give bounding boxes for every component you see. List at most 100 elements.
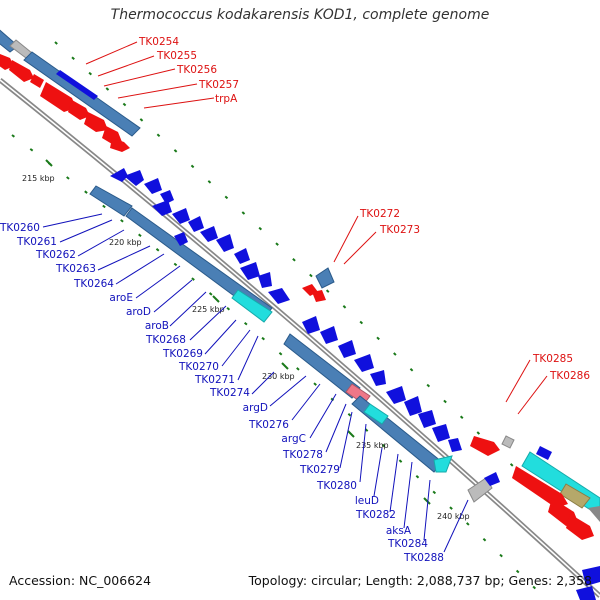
reverse-gene	[258, 272, 272, 288]
label-tk0270: TK0270	[178, 361, 219, 373]
forward-gene	[512, 466, 568, 508]
tick-240	[423, 497, 431, 505]
label-tk0255: TK0255	[156, 50, 197, 62]
label-arod: aroD	[126, 306, 151, 318]
reverse-gene	[216, 234, 234, 252]
cluster-middle	[89, 168, 290, 323]
label-tk0274: TK0274	[209, 387, 250, 399]
genome-summary-label: Topology: circular; Length: 2,088,737 bp…	[248, 573, 592, 588]
label-argc: argC	[281, 433, 306, 445]
label-tk0264: TK0264	[73, 278, 114, 290]
forward-gene	[110, 138, 130, 152]
reverse-gene	[172, 208, 190, 224]
reverse-gene	[370, 370, 386, 386]
label-argd: argD	[243, 402, 268, 414]
label-tk0261: TK0261	[16, 236, 57, 248]
tick-label-225: 225 kbp	[192, 305, 225, 314]
reverse-gene	[536, 446, 552, 460]
label-tk0271: TK0271	[194, 374, 235, 386]
forward-gene	[312, 290, 326, 302]
reverse-gene	[302, 316, 320, 334]
reverse-gene	[110, 168, 128, 182]
blue-leader-lines	[42, 213, 469, 553]
forward-gene	[84, 112, 108, 132]
label-aksa: aksA	[386, 525, 412, 537]
label-tk0285: TK0285	[532, 353, 573, 365]
unknown-gene	[467, 477, 493, 503]
cluster-lower	[283, 316, 462, 473]
label-tk0272: TK0272	[359, 208, 400, 220]
reverse-gene	[484, 472, 500, 486]
map-title: Thermococcus kodakarensis KOD1, complete…	[110, 7, 490, 23]
reverse-gene	[144, 178, 162, 194]
tick-label-235: 235 kbp	[356, 441, 389, 450]
scale-tick-labels: 215 kbp 220 kbp 225 kbp 230 kbp 235 kbp …	[22, 174, 470, 521]
reverse-gene	[160, 190, 174, 204]
unknown-gene	[588, 506, 600, 522]
forward-gene	[68, 100, 90, 120]
label-tk0273: TK0273	[379, 224, 420, 236]
reverse-gene	[234, 248, 250, 264]
label-tk0263: TK0263	[55, 263, 96, 275]
cluster-tk0272	[302, 267, 335, 302]
cds-bar	[23, 51, 141, 137]
reverse-gene	[56, 70, 98, 100]
forward-gene	[470, 436, 500, 456]
tick-label-215: 215 kbp	[22, 174, 55, 183]
cds-bar	[283, 333, 361, 399]
highlight-gene	[433, 455, 453, 473]
label-tk0260: TK0260	[0, 222, 40, 234]
forward-gene	[566, 514, 594, 540]
label-aroe: aroE	[109, 292, 133, 304]
cds-bar	[315, 267, 335, 289]
reverse-gene	[174, 232, 188, 246]
highlight-gene	[231, 289, 273, 323]
label-tk0268: TK0268	[145, 334, 186, 346]
unknown-gene	[501, 435, 515, 449]
tick-label-220: 220 kbp	[109, 238, 142, 247]
reverse-gene	[188, 216, 204, 232]
label-tk0269: TK0269	[162, 348, 203, 360]
reverse-gene	[448, 438, 462, 452]
cluster-bottom-right	[467, 435, 600, 600]
label-tk0262: TK0262	[35, 249, 76, 261]
reverse-gene	[152, 200, 172, 216]
reverse-gene	[268, 288, 290, 304]
cluster-top-left	[0, 29, 141, 152]
red-leader-lines	[85, 41, 548, 415]
reverse-gene	[124, 170, 144, 186]
label-tk0257: TK0257	[198, 79, 239, 91]
accession-label: Accession: NC_006624	[9, 573, 152, 588]
reverse-gene	[418, 410, 436, 428]
tick-230	[281, 362, 289, 370]
reverse-gene	[386, 386, 406, 404]
label-tk0288: TK0288	[403, 552, 444, 564]
label-leud: leuD	[355, 495, 379, 507]
label-tk0276: TK0276	[248, 419, 289, 431]
blue-gene-labels: TK0260 TK0261 TK0262 TK0263 TK0264 aroE …	[0, 222, 444, 564]
tick-215	[45, 159, 53, 167]
reverse-gene	[432, 424, 450, 442]
genome-backbone	[0, 78, 600, 598]
highlight-gene	[363, 403, 389, 425]
reverse-gene	[240, 262, 260, 280]
inner-dotted-track	[11, 134, 546, 599]
label-trpa: trpA	[215, 93, 238, 105]
reverse-gene	[582, 566, 600, 586]
label-tk0279: TK0279	[299, 464, 340, 476]
label-tk0282: TK0282	[355, 509, 396, 521]
label-tk0256: TK0256	[176, 64, 217, 76]
dotted-tracks	[11, 41, 591, 599]
reverse-gene	[200, 226, 218, 242]
forward-gene	[40, 82, 76, 112]
label-tk0254: TK0254	[138, 36, 179, 48]
forward-gene	[102, 126, 122, 144]
label-tk0278: TK0278	[282, 449, 323, 461]
tick-label-240: 240 kbp	[437, 512, 470, 521]
forward-gene	[30, 74, 44, 88]
reverse-gene	[354, 354, 374, 372]
reverse-gene	[576, 586, 596, 600]
tick-label-230: 230 kbp	[262, 372, 295, 381]
